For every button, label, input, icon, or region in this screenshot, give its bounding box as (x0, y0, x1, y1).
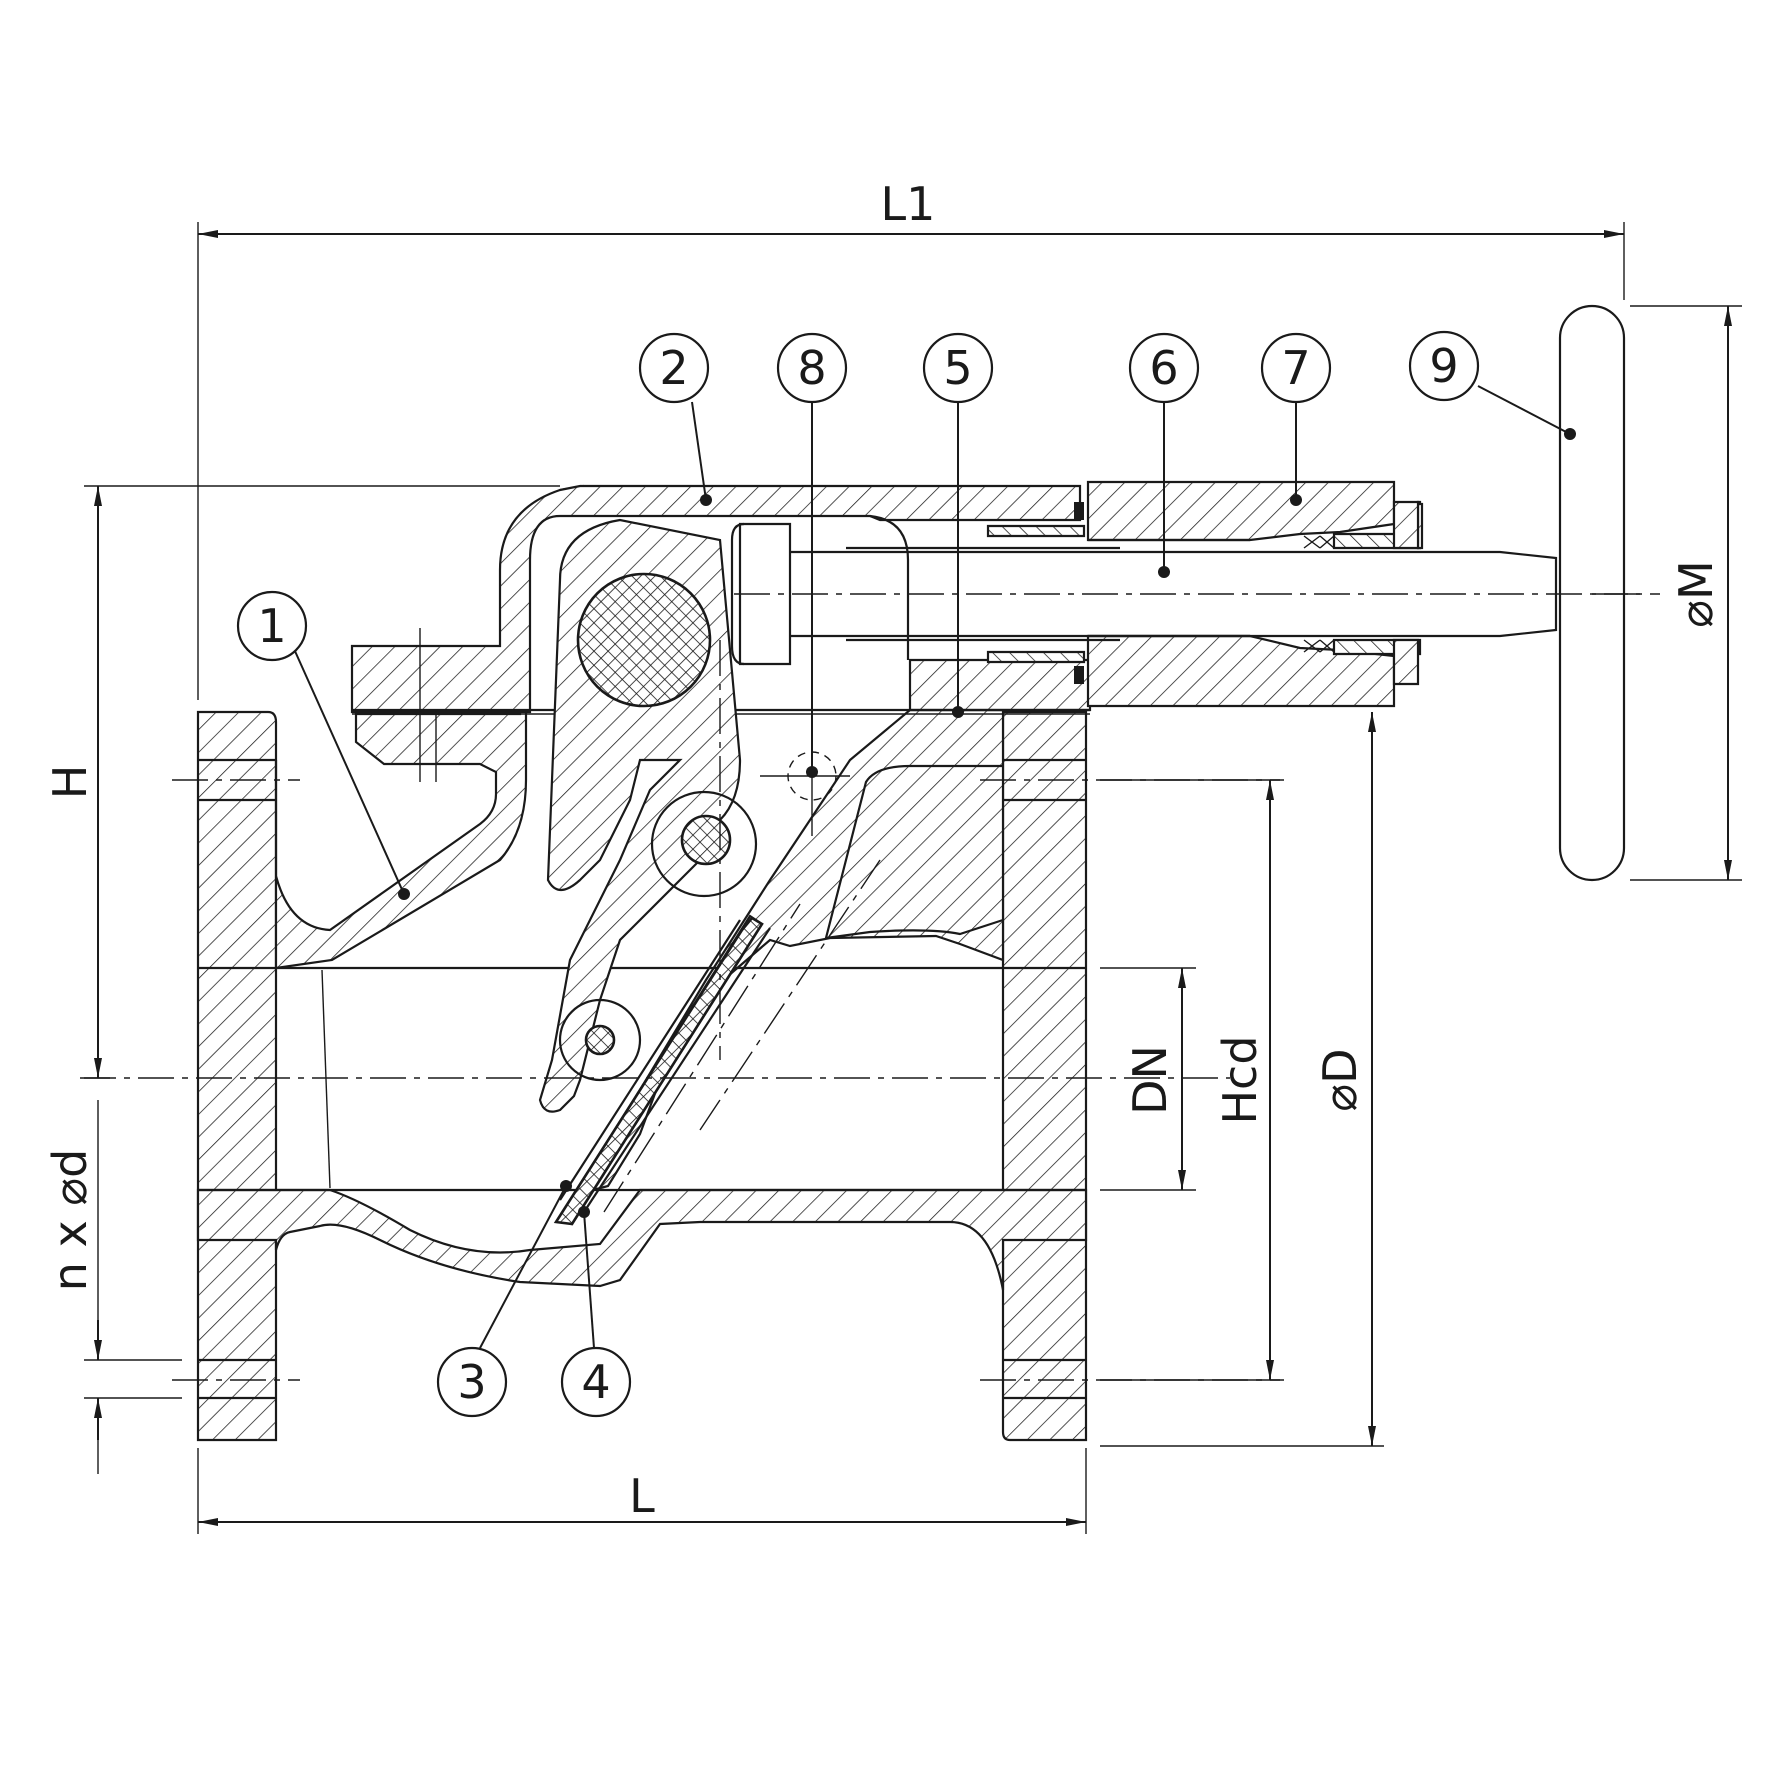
balloon-8: 8 (776, 332, 848, 404)
svg-text:2: 2 (659, 341, 688, 395)
balloon-6: 6 (1128, 332, 1200, 404)
dimension-H: H (43, 765, 97, 800)
gland-end-lower (1392, 638, 1420, 686)
balloon-4: 4 (560, 1346, 632, 1418)
balloon-5: 5 (922, 332, 994, 404)
balloon-9: 9 (1408, 330, 1480, 402)
disc-assembly (538, 518, 881, 1226)
lower-body-wall (196, 1188, 1088, 1291)
hinge-boss (576, 572, 712, 708)
dimensions: L1 L H n x ⌀d DN Hcd ⌀D (43, 177, 1742, 1534)
cover-right-flange (908, 658, 1092, 712)
left-flange (196, 710, 278, 1442)
dimension-n-x-d: n x ⌀d (43, 1149, 97, 1292)
svg-text:6: 6 (1149, 341, 1178, 395)
balloon-1: 1 (236, 590, 308, 662)
handwheel-rim (1558, 304, 1626, 882)
hinge-pin (680, 814, 732, 866)
svg-text:1: 1 (257, 599, 286, 653)
svg-text:7: 7 (1281, 341, 1310, 395)
dimension-DN: DN (1123, 1045, 1177, 1115)
balloon-7: 7 (1260, 332, 1332, 404)
svg-text:9: 9 (1429, 339, 1458, 393)
stem (560, 522, 1640, 666)
dimension-L: L (629, 1469, 655, 1523)
balloon-2: 2 (638, 332, 710, 404)
svg-text:4: 4 (581, 1355, 610, 1409)
svg-text:5: 5 (943, 341, 972, 395)
gland-upper (1086, 480, 1396, 542)
dimension-M: ⌀M (1669, 560, 1723, 627)
balloon-3: 3 (436, 1346, 508, 1418)
disc-pin (584, 1024, 616, 1056)
svg-text:8: 8 (797, 341, 826, 395)
seat-ring (553, 916, 764, 1226)
dimension-L1: L1 (881, 177, 936, 231)
right-upper-body (575, 708, 1005, 1196)
handwheel (1558, 304, 1660, 882)
upper-body-wall (274, 484, 585, 970)
dimension-D: ⌀D (1313, 1048, 1367, 1111)
svg-text:3: 3 (457, 1355, 486, 1409)
dimension-Hcd: Hcd (1213, 1035, 1267, 1124)
right-flange (1001, 710, 1088, 1442)
gland-end-upper (1392, 500, 1420, 550)
part-balloons: 1 2 8 5 6 (236, 330, 1576, 1418)
valve-cover (350, 484, 1092, 782)
